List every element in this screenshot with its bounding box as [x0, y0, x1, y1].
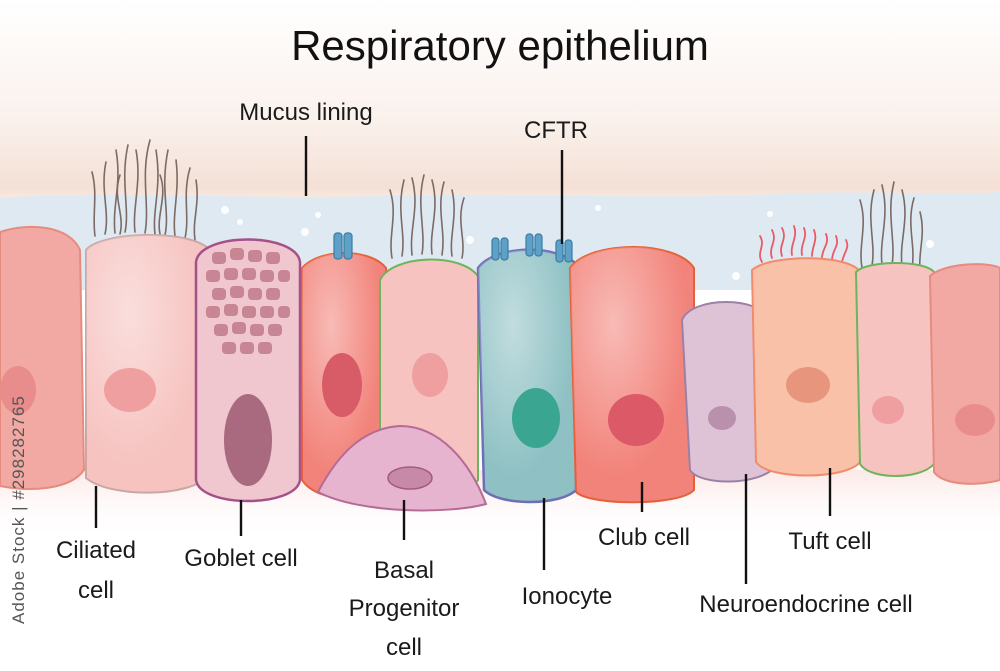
- partial-cell-right: [928, 263, 1000, 485]
- ciliated-cell-right: [854, 262, 935, 477]
- ciliated-cell-right-nucleus: [872, 396, 904, 424]
- watermark: Adobe Stock | #298282765: [9, 395, 28, 624]
- partial-cell-left: [0, 225, 86, 490]
- cftr-channel: [333, 232, 353, 260]
- label-basal-line1: Basal: [374, 557, 434, 584]
- diagram-title: Respiratory epithelium: [291, 22, 709, 69]
- cilia-right-ciliated-cell: [859, 181, 924, 271]
- label-ciliated-cell-line1: Ciliated: [56, 537, 136, 564]
- partial-cell-right-nucleus: [955, 404, 995, 436]
- label-ionocyte: Ionocyte: [522, 583, 613, 610]
- label-goblet-cell: Goblet cell: [184, 545, 297, 572]
- ciliated-cell-nucleus: [104, 368, 156, 412]
- partial-cell-left-nucleus: [0, 366, 36, 414]
- label-basal-line3: cell: [386, 634, 422, 661]
- tuft-cell-microvilli: [759, 225, 849, 263]
- basal-cell-nucleus: [387, 466, 433, 490]
- tuft-cell-nucleus: [786, 367, 830, 403]
- label-basal-line2: Progenitor: [349, 595, 460, 622]
- leader-lines: [94, 136, 832, 584]
- mucus-bubbles: [221, 205, 934, 303]
- club-cell-left-nucleus: [322, 353, 362, 417]
- ciliated-cell-second-nucleus: [412, 353, 448, 397]
- label-tuft-cell: Tuft cell: [788, 528, 871, 555]
- neuroendocrine-cell-nucleus: [708, 406, 736, 430]
- ionocyte-nucleus: [512, 388, 560, 448]
- label-ciliated-cell-line2: cell: [78, 577, 114, 604]
- goblet-mucus-granules: [206, 248, 290, 354]
- label-neuroendocrine-cell: Neuroendocrine cell: [699, 591, 912, 618]
- goblet-cell-nucleus: [224, 394, 272, 486]
- cilia-second-ciliated-cell: [389, 174, 465, 259]
- label-club-cell: Club cell: [598, 524, 690, 551]
- label-mucus-lining: Mucus lining: [239, 99, 372, 126]
- tuft-cell: [750, 257, 861, 477]
- label-cftr: CFTR: [524, 117, 588, 144]
- cilia-ciliated-cell: [91, 139, 198, 241]
- ionocyte-cftr-channels: [491, 233, 573, 263]
- club-cell-nucleus: [608, 394, 664, 446]
- goblet-cell: [194, 238, 302, 503]
